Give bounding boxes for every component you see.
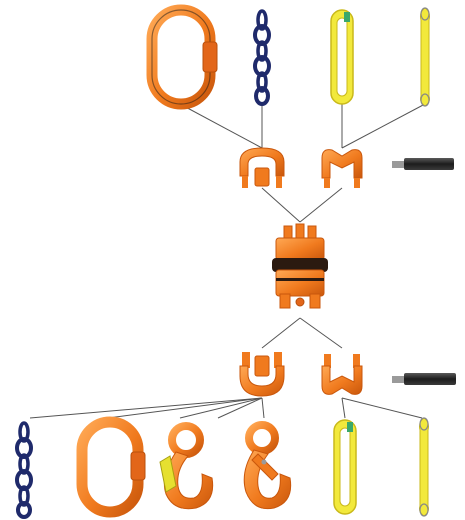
bottom-master-link-icon [76, 416, 146, 518]
chain-icon [253, 9, 271, 106]
lower-connector-clevis-wide-icon [321, 354, 363, 395]
self-locking-hook-icon [243, 421, 292, 510]
round-sling-icon [330, 9, 354, 105]
bottom-round-sling-icon [333, 419, 357, 515]
sling-hook-icon [159, 422, 214, 510]
lower-connector-clevis-icon [239, 352, 285, 397]
bottom-webbing-sling-icon [419, 417, 429, 517]
locking-pin-icon [392, 158, 454, 170]
lower-locking-pin-icon [392, 373, 456, 385]
connector-lines [29, 103, 426, 419]
master-link-icon [146, 4, 218, 110]
swivel-body-icon [272, 223, 328, 309]
webbing-sling-icon [420, 7, 430, 107]
connector-clevis-icon [239, 147, 285, 188]
bottom-chain-icon [15, 421, 33, 519]
connector-clevis-wide-icon [321, 149, 363, 188]
